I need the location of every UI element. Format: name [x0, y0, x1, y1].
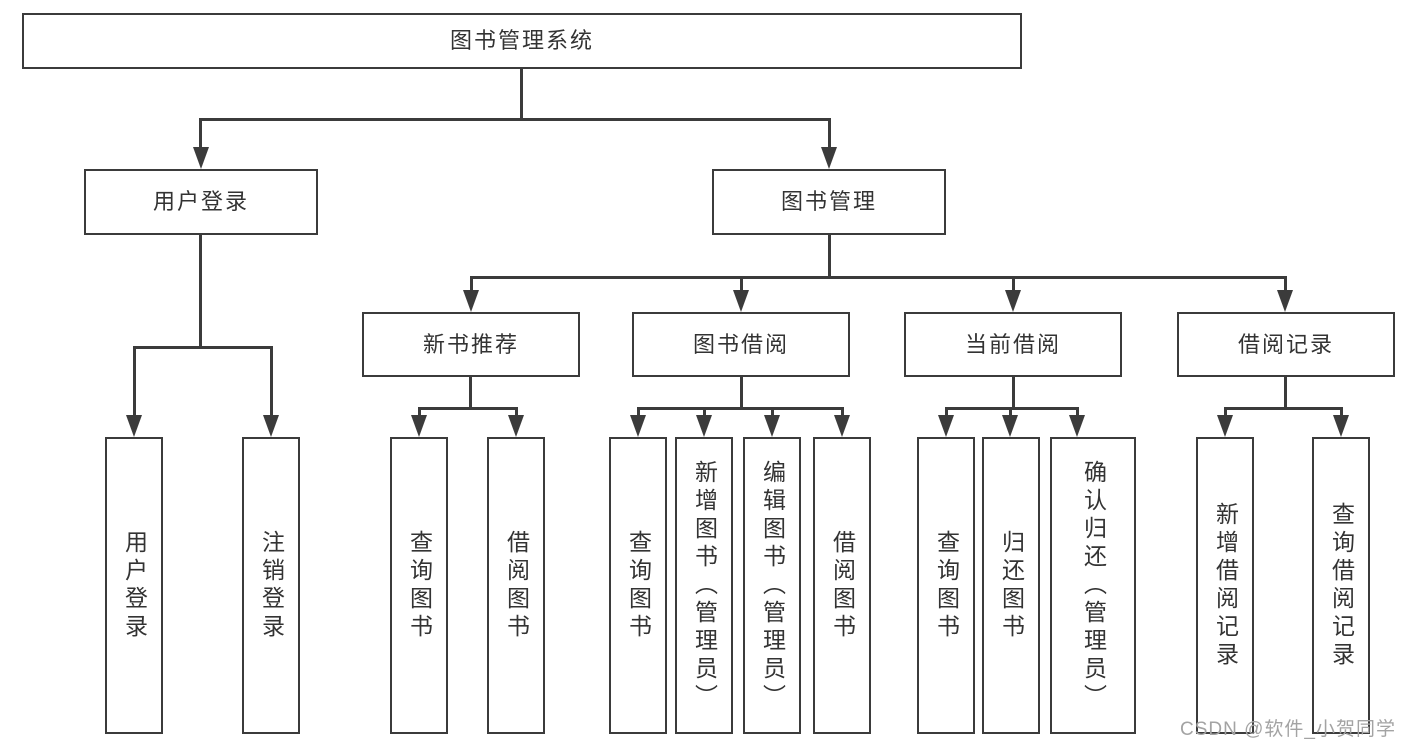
arrow-down-icon	[1333, 415, 1349, 437]
arrow-down-icon	[263, 415, 279, 437]
connector	[1284, 276, 1287, 292]
leaf-user-login: 用户登录	[105, 437, 163, 734]
connector	[470, 276, 1287, 279]
connector	[1012, 276, 1015, 292]
arrow-down-icon	[411, 415, 427, 437]
arrow-down-icon	[1217, 415, 1233, 437]
connector	[418, 407, 518, 410]
connector	[828, 118, 831, 149]
leaf-borrowing-query-books: 查询图书	[609, 437, 667, 734]
connector	[199, 118, 831, 121]
connector	[1009, 407, 1012, 416]
leaf-recommend-borrow-books: 借阅图书	[487, 437, 545, 734]
csdn-watermark: CSDN @软件_小贺同学	[1180, 719, 1396, 740]
connector	[133, 346, 136, 417]
arrow-down-icon	[733, 290, 749, 312]
arrow-down-icon	[463, 290, 479, 312]
connector	[771, 407, 774, 416]
connector	[740, 377, 743, 407]
arrow-down-icon	[696, 415, 712, 437]
node-new-book-recommendation: 新书推荐	[362, 312, 580, 377]
arrow-down-icon	[1069, 415, 1085, 437]
arrow-down-icon	[1005, 290, 1021, 312]
connector	[1224, 407, 1227, 416]
connector	[470, 276, 473, 292]
leaf-recommend-query-books: 查询图书	[390, 437, 448, 734]
connector	[945, 407, 1079, 410]
leaf-borrowing-edit-books-admin: 编辑图书（管理员）	[743, 437, 801, 734]
leaf-current-query-books: 查询图书	[917, 437, 975, 734]
leaf-current-return-books: 归还图书	[982, 437, 1040, 734]
connector	[418, 407, 421, 416]
node-borrowing-records: 借阅记录	[1177, 312, 1395, 377]
connector	[945, 407, 948, 416]
arrow-down-icon	[764, 415, 780, 437]
arrow-down-icon	[834, 415, 850, 437]
connector	[133, 346, 273, 349]
connector	[828, 235, 831, 276]
connector	[1340, 407, 1343, 416]
connector	[703, 407, 706, 416]
arrow-down-icon	[1002, 415, 1018, 437]
connector	[515, 407, 518, 416]
leaf-records-add-borrow-record: 新增借阅记录	[1196, 437, 1254, 734]
arrow-down-icon	[821, 147, 837, 169]
leaf-current-confirm-return-admin: 确认归还（管理员）	[1050, 437, 1136, 734]
connector	[1012, 377, 1015, 407]
connector	[740, 276, 743, 292]
node-current-borrowing: 当前借阅	[904, 312, 1122, 377]
connector	[520, 69, 523, 118]
connector	[637, 407, 844, 410]
arrow-down-icon	[508, 415, 524, 437]
connector	[199, 118, 202, 149]
connector	[637, 407, 640, 416]
connector	[1076, 407, 1079, 416]
arrow-down-icon	[1277, 290, 1293, 312]
leaf-records-query-borrow-record: 查询借阅记录	[1312, 437, 1370, 734]
leaf-logout: 注销登录	[242, 437, 300, 734]
arrow-down-icon	[126, 415, 142, 437]
connector	[270, 346, 273, 417]
node-user-login: 用户登录	[84, 169, 318, 235]
connector	[1284, 377, 1287, 407]
node-book-borrowing: 图书借阅	[632, 312, 850, 377]
node-library-management-system: 图书管理系统	[22, 13, 1022, 69]
leaf-borrowing-add-books-admin: 新增图书（管理员）	[675, 437, 733, 734]
connector	[841, 407, 844, 416]
arrow-down-icon	[630, 415, 646, 437]
arrow-down-icon	[938, 415, 954, 437]
arrow-down-icon	[193, 147, 209, 169]
connector	[199, 235, 202, 346]
connector	[469, 377, 472, 407]
leaf-borrowing-borrow-books: 借阅图书	[813, 437, 871, 734]
connector	[1224, 407, 1343, 410]
node-book-management: 图书管理	[712, 169, 946, 235]
